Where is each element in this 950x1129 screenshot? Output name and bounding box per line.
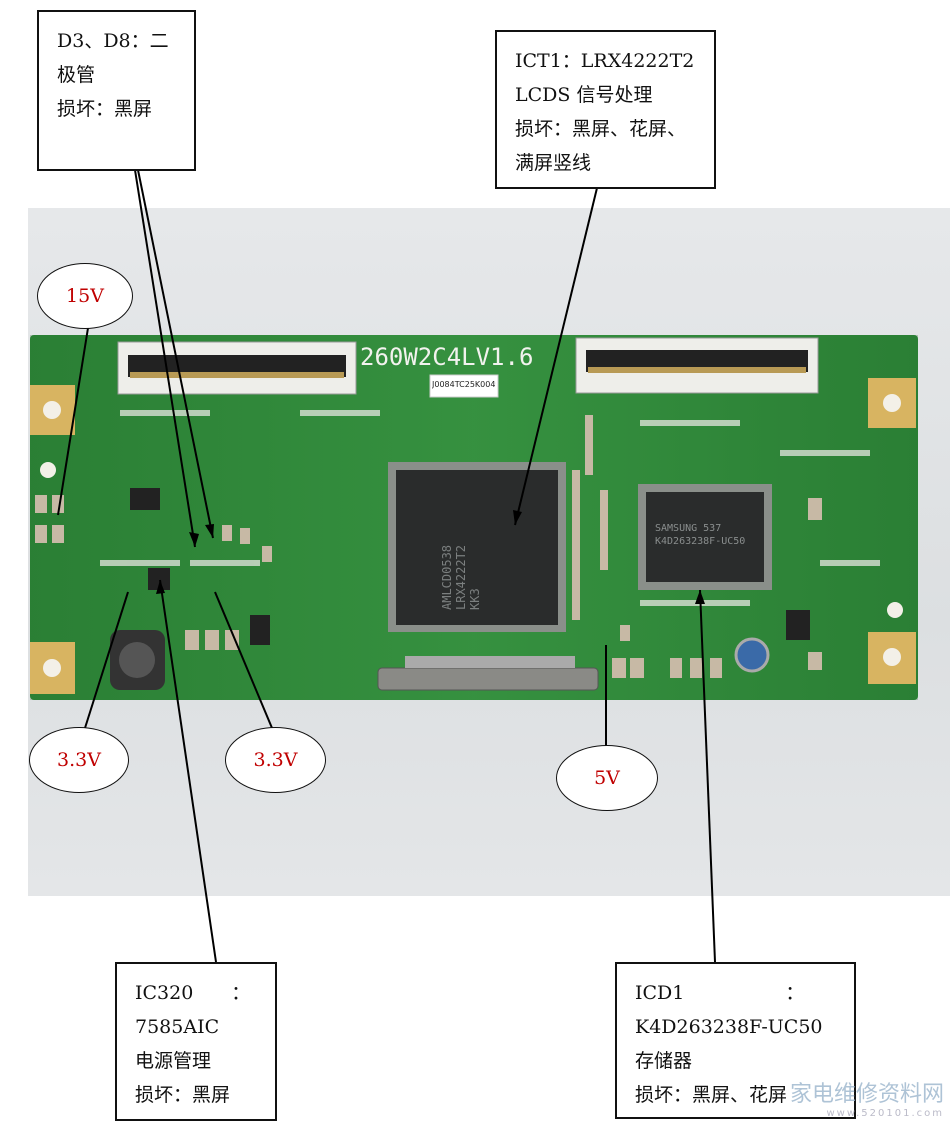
watermark-name: 家电维修资料网	[789, 1082, 944, 1107]
chip-marking-line: AMLCD0538	[440, 544, 454, 610]
icd1-chip	[638, 484, 772, 590]
chip-marking-line: KK3	[468, 588, 482, 610]
callout-line: 存储器	[635, 1050, 693, 1072]
lvds-connector-right	[575, 337, 819, 394]
ict1-chip-marking: AMLCD0538 LRX4222T2 KK3	[440, 545, 482, 610]
callout-line: 极管	[57, 64, 96, 86]
callout-line: K4D263238F-UC50	[635, 1016, 823, 1038]
callout-line: 损坏：黑屏	[135, 1084, 231, 1106]
callout-ict1: ICT1：LRX4222T2 LCDS 信号处理 损坏：黑屏、花屏、 满屏竖线	[495, 30, 716, 189]
ic320-chip	[148, 568, 170, 590]
callout-line: LCDS 信号处理	[515, 84, 653, 106]
chip-marking-line: K4D263238F-UC50	[655, 536, 746, 547]
callout-line: ICD1 ：	[635, 982, 805, 1004]
callout-line: ICT1：LRX4222T2	[515, 50, 695, 72]
watermark: 家电维修资料网 www.520101.com	[790, 1076, 944, 1119]
chip-marking-line: SAMSUNG 537	[655, 523, 722, 534]
callout-line: 7585AIC	[135, 1016, 220, 1038]
smd-components	[35, 415, 822, 678]
chip-marking-line: LRX4222T2	[454, 544, 468, 610]
callout-icd1: ICD1 ： K4D263238F-UC50 存储器 损坏：黑屏、花屏	[615, 962, 856, 1119]
board-model-label: 260W2C4LV1.6	[360, 343, 534, 371]
board-sticker-text: J0084TC25K0049	[432, 380, 496, 389]
voltage-15v: 15V	[37, 263, 133, 329]
callout-line: 损坏：黑屏、花屏	[635, 1084, 788, 1106]
bottom-connector	[377, 667, 599, 691]
leader-lines	[57, 169, 716, 963]
callout-line: D3、D8：二	[57, 30, 169, 52]
watermark-url: www.520101.com	[826, 1108, 944, 1119]
callout-line: 满屏竖线	[515, 152, 592, 174]
lvds-connector-left	[117, 341, 357, 395]
callout-d3-d8: D3、D8：二 极管 损坏：黑屏	[37, 10, 196, 171]
ict1-chip	[388, 462, 566, 632]
callout-line: IC320 ：	[135, 982, 251, 1004]
callout-line: 损坏：黑屏	[57, 98, 153, 120]
callout-line: 电源管理	[135, 1050, 212, 1072]
callout-ic320: IC320 ： 7585AIC 电源管理 损坏：黑屏	[115, 962, 277, 1121]
voltage-3v3-left: 3.3V	[29, 727, 129, 793]
icd1-chip-marking: SAMSUNG 537 K4D263238F-UC50	[655, 522, 745, 548]
sticker	[429, 374, 499, 398]
electrolytic-capacitor	[734, 637, 770, 673]
voltage-5v: 5V	[556, 745, 658, 811]
callout-line: 损坏：黑屏、花屏、	[515, 118, 687, 140]
voltage-3v3-right: 3.3V	[225, 727, 326, 793]
